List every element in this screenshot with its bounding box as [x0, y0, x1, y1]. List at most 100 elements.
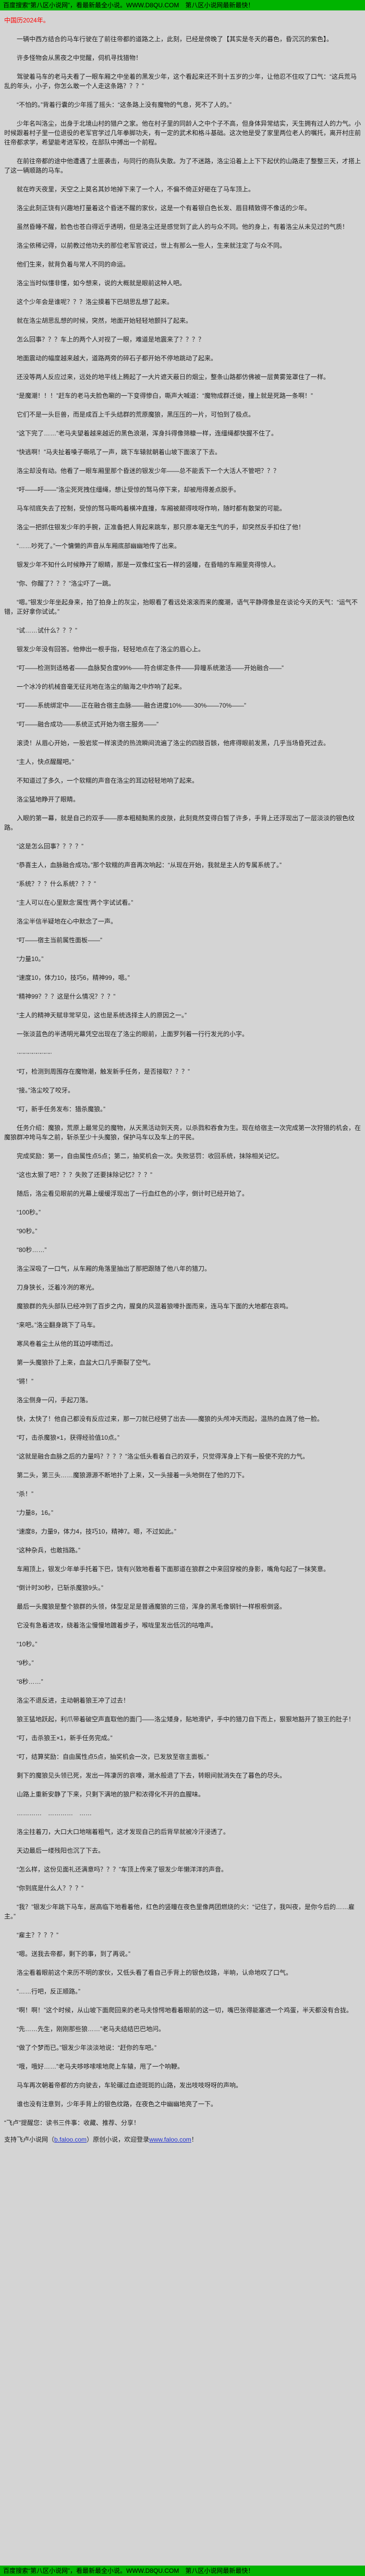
novel-paragraph: “8秒……”	[17, 1678, 43, 1685]
novel-paragraph: “叮——检测到适格者——血脉契合度99%——符合绑定条件——异瞳系统激活——开始…	[17, 664, 284, 672]
novel-paragraph: “倒计时30秒，已斩杀魔狼9头。”	[17, 1584, 104, 1591]
novel-paragraph: “叮，击杀魔狼×1，获得经验值10点。”	[17, 1434, 120, 1441]
novel-paragraph: “90秒。”	[17, 1228, 38, 1235]
novel-paragraph: 洛尘侧身一闪，手起刀落。	[17, 1396, 92, 1404]
novel-body: 一辆中西方结合的马车行驶在了前往帝都的道路之上，此刻，已经是傍晚了【其实是冬天的…	[4, 34, 361, 2109]
bottom-ad-banner[interactable]: 百度搜索“第八区小说网”，看最新最全小说。WWW.D8QU.COM 第八区小说网…	[0, 2566, 365, 2576]
novel-paragraph: “速度8，力量9，体力4，技巧10，精神7。嗯，不过如此。”	[17, 1528, 177, 1535]
novel-paragraph: “叮——融合成功——系统正式开始为宿主服务——”	[17, 721, 159, 728]
novel-paragraph: 洛尘依稀记得，以前教过他功夫的那位老军官说过，世上有那么一些人，生来就注定了与众…	[17, 242, 286, 249]
novel-paragraph: 山路上重新安静了下来，只剩下满地的狼尸和浓得化不开的血腥味。	[17, 1791, 205, 1798]
novel-paragraph: “不怕的。”背着行囊的少年摇了摇头：“这条路上没有魔物的气息，死不了人的。”	[17, 101, 232, 108]
novel-paragraph: 洛尘深吸了一口气，从车厢的角落里抽出了那把跟随了他八年的猎刀。	[17, 1265, 211, 1272]
novel-paragraph: “9秒。”	[17, 1659, 34, 1667]
novel-paragraph: 魔狼群的先头部队已经冲到了百步之内，腥臭的风混着狼嚎扑面而来，连马车下面的大地都…	[17, 1303, 293, 1310]
top-ad-banner[interactable]: 百度搜索“第八区小说网”，看最新最全小说。WWW.D8QU.COM 第八区小说网…	[0, 0, 365, 10]
novel-paragraph: 入眼的第一幕，就是自己的双手——原本粗糙黝黑的皮肤，此刻竟然变得白皙了许多，手背…	[4, 815, 355, 831]
novel-paragraph: 洛尘此刻正饶有兴趣地打量着这个昏迷不醒的家伙，这是一个有着银白色长发、眉目精致得…	[17, 204, 311, 212]
novel-paragraph: 地面震动的幅度越来越大，道路两旁的碎石子都开始不停地跳动了起来。	[17, 355, 217, 362]
novel-paragraph: “这是怎么回事？？？？”	[17, 843, 83, 850]
novel-paragraph: 一个冰冷的机械音毫无征兆地在洛尘的脑海之中炸响了起来。	[17, 683, 186, 690]
faloo-home-link[interactable]: www.faloo.com	[149, 2136, 191, 2143]
novel-paragraph: 许多怪物会从黑夜之中觉醒，伺机寻找猎物！	[17, 54, 142, 62]
novel-paragraph: “叮——系统绑定中——正在融合宿主血脉——融合进度10%——30%——70%——…	[17, 702, 247, 709]
novel-paragraph: “精神99？？？这是什么情况？？？”	[17, 993, 116, 1000]
novel-paragraph: “叮，结算奖励：自由属性点5点，抽奖机会一次，已发放至宿主面板。”	[17, 1753, 209, 1760]
novel-paragraph: “接。”洛尘咬了咬牙。	[17, 1087, 74, 1094]
novel-paragraph: “100秒。”	[17, 1209, 41, 1216]
novel-paragraph: 一张淡蓝色的半透明光幕凭空出现在了洛尘的眼前，上面罗列着一行行发光的小字。	[17, 1030, 249, 1038]
novel-paragraph: “叮，检测到周围存在魔物潮，触发新手任务，是否接取？？？”	[17, 1068, 190, 1075]
novel-paragraph: 洛尘猛地睁开了眼睛。	[17, 796, 80, 803]
bottom-ad-text: 百度搜索“第八区小说网”，看最新最全小说。WWW.D8QU.COM 第八区小说网…	[3, 2567, 254, 2574]
novel-paragraph: 虽然昏睡不醒，脸色也苍白得近乎透明，但是洛尘还是感觉到了此人的与众不同。他的身上…	[17, 223, 349, 230]
novel-paragraph: 寒风卷着尘土从他的耳边呼啸而过。	[17, 1340, 117, 1347]
novel-paragraph: “……行吧，反正顺路。”	[17, 1988, 80, 1995]
chapter-opening-line: 中国历2024年。	[4, 17, 50, 24]
novel-paragraph: ………… ………… ……	[17, 1809, 92, 1817]
novel-paragraph: 银发少年没有回答。他伸出一根手指，轻轻地点在了洛尘的眉心上。	[17, 646, 205, 653]
novel-paragraph: “怎么样，这份见面礼还满意吗？？？”车顶上传来了银发少年懒洋洋的声音。	[17, 1866, 227, 1873]
novel-paragraph: 不知道过了多久，一个软糯的声音在洛尘的耳边轻轻地响了起来。	[17, 777, 199, 784]
novel-paragraph: 剩下的魔狼见头领已死，发出一阵凄厉的哀嚎，潮水般退了下去，转眼间就消失在了暮色的…	[17, 1772, 286, 1779]
novel-paragraph: “嗯。”银发少年坐起身来，拍了拍身上的灰尘，抬眼看了看远处滚滚而来的魔潮，语气平…	[4, 599, 358, 615]
novel-paragraph: “系统？？？什么系统？？？”	[17, 880, 96, 888]
novel-paragraph: “叮，击杀狼王×1，新手任务完成。”	[17, 1734, 113, 1742]
novel-paragraph: “先……先生，刚刚那些狼……”老马夫结结巴巴地问。	[17, 2025, 165, 2033]
novel-paragraph: 在前往帝都的途中他遭遇了土匪袭击，与同行的商队失散。为了不迷路，洛尘沿着上上下下…	[4, 157, 361, 174]
faloo-reminder: “飞卢”提醒您：读书三件事：收藏、推荐、分享！	[4, 2119, 140, 2127]
novel-paragraph: 随后，洛尘看见眼前的光幕上缓缓浮现出了一行血红色的小字，倒计时已经开始了。	[17, 1190, 249, 1197]
novel-paragraph: 马车彻底失去了控制，受惊的驽马嘶鸣着横冲直撞，车厢被颠得吱呀作响，随时都有散架的…	[17, 505, 286, 512]
novel-paragraph: 完成奖励：第一，自由属性点5点；第二，抽奖机会一次。失败惩罚：收回系统，抹除相关…	[17, 1152, 283, 1160]
novel-paragraph: 洛尘当时似懂非懂，如今想来，说的大概就是眼前这种人吧。	[17, 280, 186, 287]
faloo-site-link[interactable]: b.faloo.com	[54, 2136, 87, 2143]
novel-paragraph: “来吧。”洛尘翻身跳下了马车。	[17, 1321, 99, 1329]
novel-paragraph: 就在昨天夜里，天空之上莫名其妙地掉下来了一个人，不偏不倚正好砸在了马车顶上。	[17, 186, 255, 193]
chapter-content: 中国历2024年。 一辆中西方结合的马车行驶在了前往帝都的道路之上，此刻，已经是…	[0, 10, 365, 2154]
novel-paragraph: 天边最后一缕残阳也沉了下去。	[17, 1847, 105, 1854]
novel-paragraph: 滚烫！从眉心开始，一股岩浆一样滚烫的热流瞬间流遍了洛尘的四肢百骸，他疼得眼前发黑…	[17, 739, 330, 747]
novel-paragraph: 洛尘却没有动。他看了一眼车厢里那个昏迷的银发少年——总不能丢下一个大活人不管吧？…	[17, 467, 280, 475]
novel-paragraph: 最后一头魔狼是整个狼群的头领，体型足足是普通魔狼的三倍，浑身的黑毛像钢针一样根根…	[17, 1603, 286, 1610]
novel-paragraph: “雇主？？？？”	[17, 1931, 58, 1939]
support-text-suffix: ！	[191, 2136, 198, 2143]
novel-paragraph: “哦，哦好……”老马夫哆哆嗦嗦地爬上车辕，甩了一个响鞭。	[17, 2063, 184, 2070]
top-ad-text: 百度搜索“第八区小说网”，看最新最全小说。WWW.D8QU.COM 第八区小说网…	[3, 2, 254, 9]
novel-paragraph: 少年名叫洛尘，出身于北境山村的猎户之家。他在村子里的同龄人之中个子不高，但身体异…	[4, 120, 361, 146]
novel-paragraph: 它没有急着进攻，绕着洛尘慢慢地踱着步子，喉咙里发出低沉的咕噜声。	[17, 1622, 217, 1629]
novel-paragraph: “主人可以在心里默念‘属性’两个字试试看。”	[17, 899, 133, 906]
novel-paragraph: 狼王猛地跃起，利爪带着破空声直取他的面门——洛尘矮身，贴地滑铲，手中的猎刀自下而…	[17, 1716, 355, 1723]
support-text-prefix: 支持飞卢小说网（	[4, 2136, 55, 2143]
novel-paragraph: “嗯。送我去帝都，剩下的事，到了再说。”	[17, 1950, 130, 1958]
faloo-support: 支持飞卢小说网（b.faloo.com）原创小说，欢迎登录www.faloo.c…	[4, 2135, 361, 2144]
novel-paragraph: “10秒。”	[17, 1641, 38, 1648]
novel-paragraph: “是魔潮！！！”赶车的老马夫脸色唰的一下变得惨白，嘶声大喊道：“魔物成群迁徙，撞…	[17, 392, 313, 399]
novel-paragraph: 谁也没有注意到，少年手背上的银色纹路，在夜色之中幽幽地亮了一下。	[17, 2100, 217, 2108]
novel-paragraph: 洛尘一把抓住银发少年的手腕，正准备把人背起来跳车，那只原本毫无生气的手，却突然反…	[17, 524, 305, 531]
novel-paragraph: 一辆中西方结合的马车行驶在了前往帝都的道路之上，此刻，已经是傍晚了【其实是冬天的…	[17, 35, 333, 43]
novel-paragraph: “主人，快点醒醒吧。”	[17, 758, 74, 765]
novel-paragraph: 马车再次朝着帝都的方向驶去，车轮碾过血迹斑斑的山路，发出吱吱呀呀的声响。	[17, 2082, 242, 2089]
novel-paragraph: “叮，新手任务发布：猎杀魔狼。”	[17, 1105, 105, 1113]
novel-paragraph: 还没等两人反应过来，远处的地平线上腾起了一大片遮天蔽日的烟尘，整条山路都仿佛被一…	[17, 373, 330, 381]
novel-paragraph: “这也太狠了吧？？？失败了还要抹除记忆？？？”	[17, 1171, 152, 1178]
novel-paragraph: “力量8，16。”	[17, 1509, 54, 1516]
novel-paragraph: “你到底是什么人？？？”	[17, 1885, 83, 1892]
novel-paragraph: 它们不是一头巨兽，而是成百上千头结群的荒原魔狼，黑压压的一片，可怕到了极点。	[17, 411, 255, 418]
novel-paragraph: “速度10，体力10，技巧6，精神99，嗯。”	[17, 974, 130, 981]
novel-paragraph: “啊！啊！”这个时候，从山坡下面爬回来的老马夫惊愕地看着眼前的这一切，嘴巴张得能…	[17, 2007, 352, 2014]
novel-paragraph: “你、你醒了？？？”洛尘吓了一跳。	[17, 580, 115, 587]
novel-paragraph: ·-·-·-·-·-·-·-·-·	[17, 1049, 52, 1056]
novel-paragraph: 第一头魔狼扑了上来，血盆大口几乎撕裂了空气。	[17, 1359, 155, 1366]
novel-paragraph: 驾驶着马车的老马夫看了一眼车厢之中坐着的黑发少年，这个看起来还不到十五岁的少年，…	[4, 73, 357, 90]
novel-paragraph: 怎么回事？？？车上的两个人对视了一眼，难道是地震来了？？？？	[17, 336, 205, 343]
novel-paragraph: 就在洛尘胡思乱想的时候，突然，地面开始轻轻地颤抖了起来。	[17, 317, 192, 324]
support-text-middle: ）原创小说，欢迎登录	[87, 2136, 150, 2143]
novel-paragraph: “快逃啊！”马夫扯着嗓子嘶吼了一声，跳下车辕就朝着山坡下面滚了下去。	[17, 448, 221, 456]
novel-paragraph: “我？”银发少年跳下马车，居高临下地看着他，红色的竖瞳在夜色里像两团燃烧的火：“…	[4, 1903, 355, 1920]
novel-paragraph: “这下完了……”老马夫望着越来越近的黑色浪潮，浑身抖得像筛糠一样，连缰绳都快握不…	[17, 430, 277, 437]
novel-paragraph: 这个少年会是谁呢？？？洛尘摸着下巴胡思乱想了起来。	[17, 298, 174, 306]
novel-paragraph: 银发少年不知什么时候睁开了眼睛，那是一双像红宝石一样的竖瞳，在昏暗的车厢里亮得惊…	[17, 561, 280, 568]
novel-paragraph: “锵！”	[17, 1378, 33, 1385]
novel-paragraph: “……吵死了。”一个慵懒的声音从车厢底部幽幽地传了出来。	[17, 542, 180, 550]
